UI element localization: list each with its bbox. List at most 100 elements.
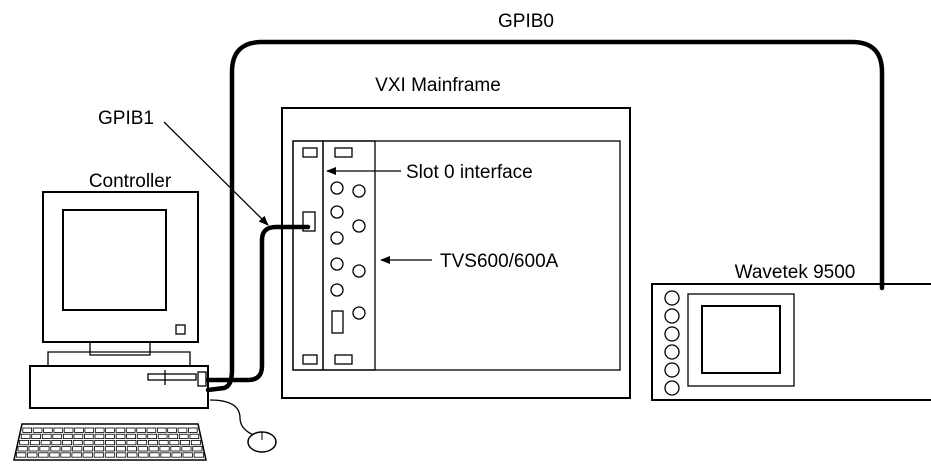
keyboard-key — [72, 439, 83, 446]
keyboard-key — [177, 427, 188, 433]
keyboard-key — [115, 439, 126, 446]
keyboard-key — [63, 427, 74, 433]
mouse-cable — [209, 399, 257, 437]
keyboard-key — [53, 427, 64, 433]
keyboard-key — [182, 452, 193, 458]
label-gpib0: GPIB0 — [498, 11, 554, 32]
tvs600-module — [322, 140, 376, 371]
keyboard-key — [147, 433, 157, 440]
keyboard-key — [149, 452, 160, 458]
keyboard-key — [20, 433, 31, 440]
controller-pc — [13, 191, 277, 461]
keyboard-key — [94, 439, 105, 446]
keyboard-key — [15, 452, 27, 458]
keyboard-key — [159, 446, 170, 452]
keyboard-key — [41, 433, 52, 440]
keyboard-key — [148, 446, 159, 452]
gpib1-cable — [205, 224, 311, 383]
keyboard-key — [181, 446, 192, 452]
keyboard-key — [137, 446, 148, 452]
label-tvs600: TVS600/600A — [440, 251, 559, 272]
keyboard-key — [156, 427, 167, 433]
vxi-mainframe — [281, 107, 631, 399]
keyboard-key — [94, 446, 105, 452]
keyboard-key — [171, 452, 182, 458]
keyboard-key — [83, 439, 94, 446]
label-slot0-interface: Slot 0 interface — [406, 162, 533, 183]
keyboard-key — [71, 452, 82, 458]
keyboard-key — [115, 427, 126, 433]
keyboard-key — [39, 446, 50, 452]
keyboard-key — [93, 452, 104, 458]
keyboard-key — [147, 439, 158, 446]
keyboard-key — [115, 446, 127, 452]
keyboard-key — [157, 433, 168, 440]
keyboard-key — [22, 427, 32, 433]
keyboard-key — [49, 452, 60, 458]
keyboard-key — [126, 433, 136, 440]
keyboard-key — [17, 446, 28, 452]
keyboard-key — [29, 439, 40, 446]
keyboard-key — [193, 452, 205, 458]
slot0-module — [292, 140, 324, 371]
keyboard-key — [63, 433, 73, 440]
gpib-connector — [302, 211, 316, 232]
keyboard-key — [60, 452, 71, 458]
keyboard-key — [189, 433, 200, 440]
keyboard-key — [27, 452, 38, 458]
label-wavetek-9500: Wavetek 9500 — [735, 262, 856, 283]
keyboard-key — [62, 439, 73, 446]
wavetek-9500 — [651, 283, 931, 401]
gpib1-leader — [163, 121, 269, 226]
keyboard-key — [104, 446, 116, 452]
keyboard-key — [170, 446, 181, 452]
keyboard-key — [115, 433, 126, 440]
monitor — [42, 191, 199, 343]
keyboard-key — [82, 452, 93, 458]
keyboard-key — [136, 433, 147, 440]
system-unit — [29, 365, 209, 409]
keyboard-key — [51, 439, 62, 446]
keyboard-key — [169, 439, 180, 446]
keyboard-key — [126, 439, 137, 446]
keyboard-key — [43, 427, 53, 433]
keyboard-key — [73, 433, 84, 440]
keyboard-key — [178, 433, 189, 440]
keyboard-key — [187, 427, 198, 433]
keyboard-key — [104, 452, 116, 458]
keyboard-key — [83, 446, 94, 452]
keyboard-key — [190, 439, 201, 446]
keyboard-key — [126, 446, 137, 452]
keyboard-key — [61, 446, 72, 452]
keyboard-key — [137, 439, 148, 446]
keyboard-key — [168, 433, 179, 440]
keyboard-key — [52, 433, 63, 440]
keyboard-key — [136, 427, 146, 433]
keyboard-key — [94, 427, 105, 433]
keyboard-key — [105, 439, 115, 446]
keyboard — [13, 423, 207, 461]
keyboard-key — [105, 433, 115, 440]
keyboard-key — [74, 427, 84, 433]
label-vxi-mainframe: VXI Mainframe — [375, 75, 501, 96]
keyboard-key — [138, 452, 149, 458]
keyboard-key — [40, 439, 51, 446]
label-controller: Controller — [89, 171, 172, 192]
keyboard-key — [32, 427, 43, 433]
keyboard-key — [72, 446, 83, 452]
keyboard-key — [28, 446, 39, 452]
keyboard-key — [19, 439, 30, 446]
keyboard-key — [105, 427, 115, 433]
keyboard-key — [84, 427, 95, 433]
keyboard-key — [50, 446, 61, 452]
keyboard-key — [192, 446, 203, 452]
keyboard-key — [84, 433, 94, 440]
keyboard-key — [94, 433, 105, 440]
keyboard-key — [125, 427, 136, 433]
keyboard-key — [127, 452, 138, 458]
keyboard-key — [167, 427, 177, 433]
label-gpib1: GPIB1 — [98, 108, 154, 129]
gpib0-cable — [205, 39, 885, 393]
keyboard-key — [146, 427, 157, 433]
